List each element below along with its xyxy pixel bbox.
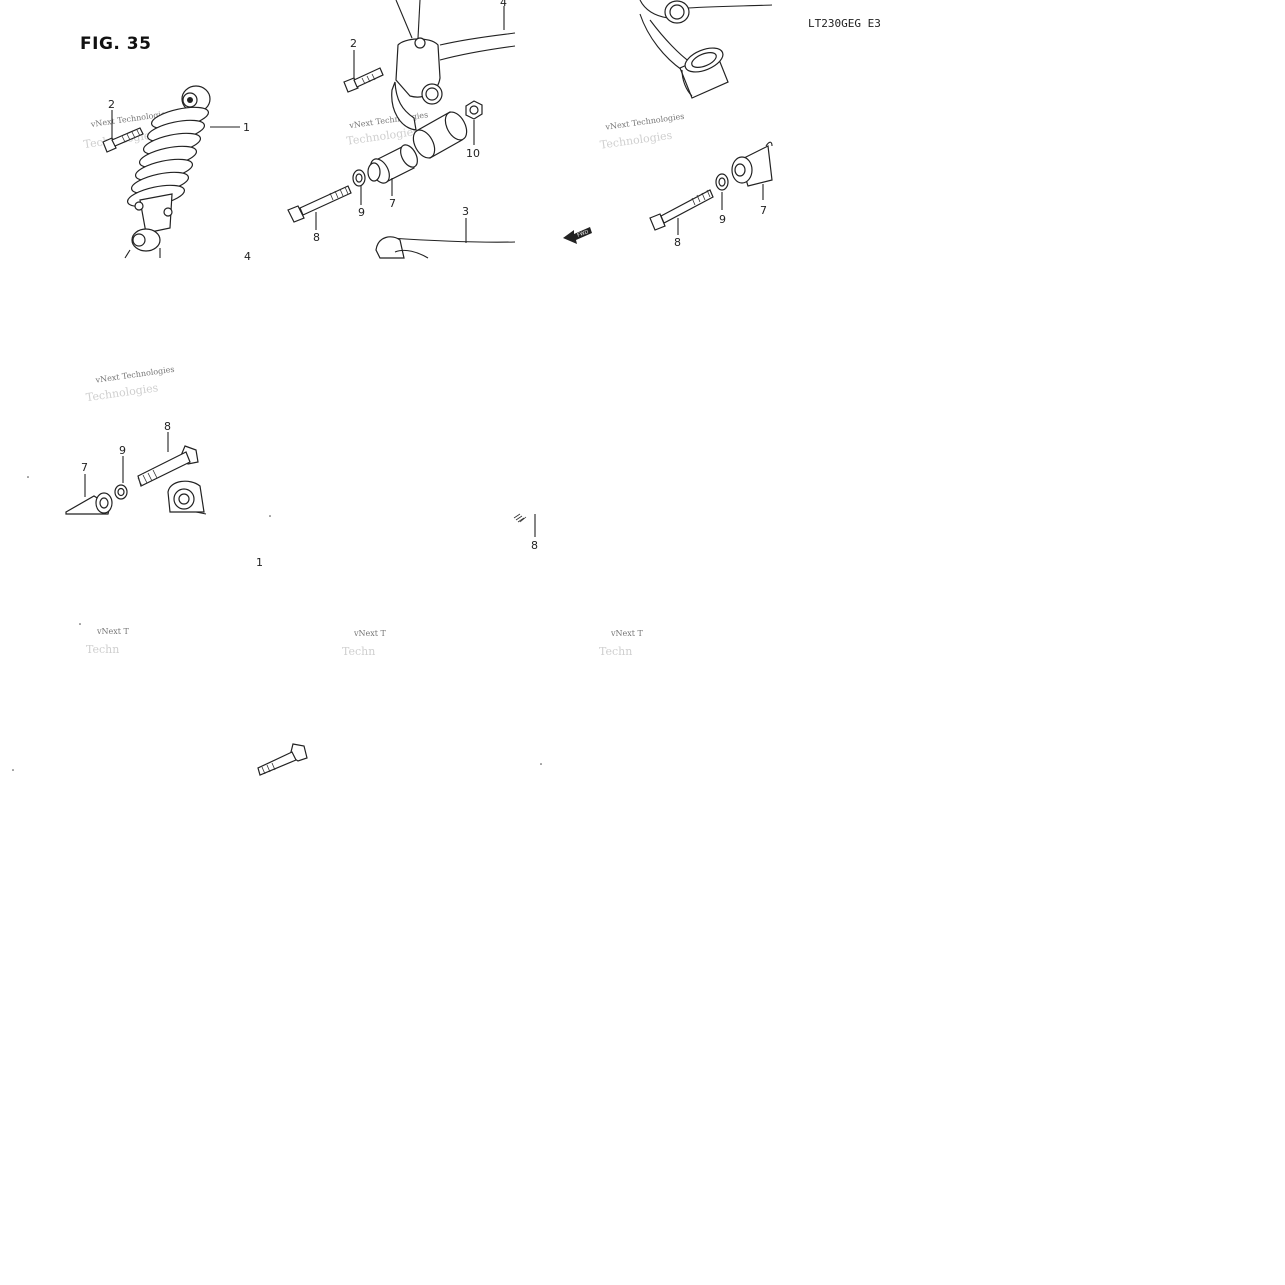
callout-bolt-left: 2 [108,98,115,111]
callout-swingarm-4: 4 [500,0,507,9]
bracket-bolt [343,67,384,93]
washer-right [715,173,729,191]
bushing-lower [65,492,113,515]
eye-lower [167,480,207,515]
bolt-mid-fragment [513,513,536,537]
fwd-arrow-icon: FWD [563,227,592,244]
callout-bolt-right: 8 [674,236,681,249]
watermark-7: vNext T Techn [599,629,644,658]
callout-bracket-bolt: 2 [350,37,357,50]
watermark-3: Technologies vNext Technologies [599,112,685,152]
svg-text:Techn: Techn [342,645,375,658]
svg-text:Techn: Techn [599,645,632,658]
bolt-right [649,189,714,231]
swingarm-right [639,0,773,99]
svg-text:vNext T: vNext T [96,627,130,636]
callout-bolt-mid: 8 [531,539,538,552]
callout-swingarm-3: 3 [462,205,469,218]
svg-text:FWD: FWD [576,229,589,239]
bolt-bottom-fragment [257,743,308,776]
svg-text:vNext Technologies: vNext Technologies [94,365,175,385]
callout-bushing-right: 7 [760,204,767,217]
swingarm-bracket [391,0,516,131]
model-code: LT230GEG E3 [808,17,881,30]
washer-lower [114,484,128,500]
callout-bolt-lower: 8 [164,420,171,433]
bolt-center [287,185,352,223]
svg-text:vNext T: vNext T [610,629,644,638]
bolt-left [102,127,144,153]
shock-absorber [124,85,211,259]
callout-bushing-lower: 7 [81,461,88,474]
watermark-5: vNext T Techn [86,627,130,656]
callout-washer-right: 9 [719,213,726,226]
svg-text:vNext T: vNext T [353,629,387,638]
bushing-center [367,144,418,184]
figure-title: FIG. 35 [80,34,152,54]
bushing-right [731,141,773,187]
watermark-4: Technologies vNext Technologies [85,365,175,404]
callout-shock: 1 [243,121,250,134]
callout-bushing-center: 7 [389,197,396,210]
svg-text:Technologies: Technologies [599,129,673,152]
callout-washer-lower: 9 [119,444,126,457]
callout-washer-center: 9 [358,206,365,219]
watermark-6: vNext T Techn [342,629,387,658]
callout-shock-lower: 4 [244,250,251,263]
swingarm-3 [375,236,516,259]
svg-text:vNext Technologies: vNext Technologies [604,112,685,132]
nut [465,100,483,120]
collar-pipe [412,111,468,159]
callout-bolt-center: 8 [313,231,320,244]
svg-text:Techn: Techn [86,643,119,656]
callout-shock-mid: 1 [256,556,263,569]
washer-center [352,169,366,187]
bolt-lower [137,445,199,487]
callout-nut: 10 [466,147,480,160]
